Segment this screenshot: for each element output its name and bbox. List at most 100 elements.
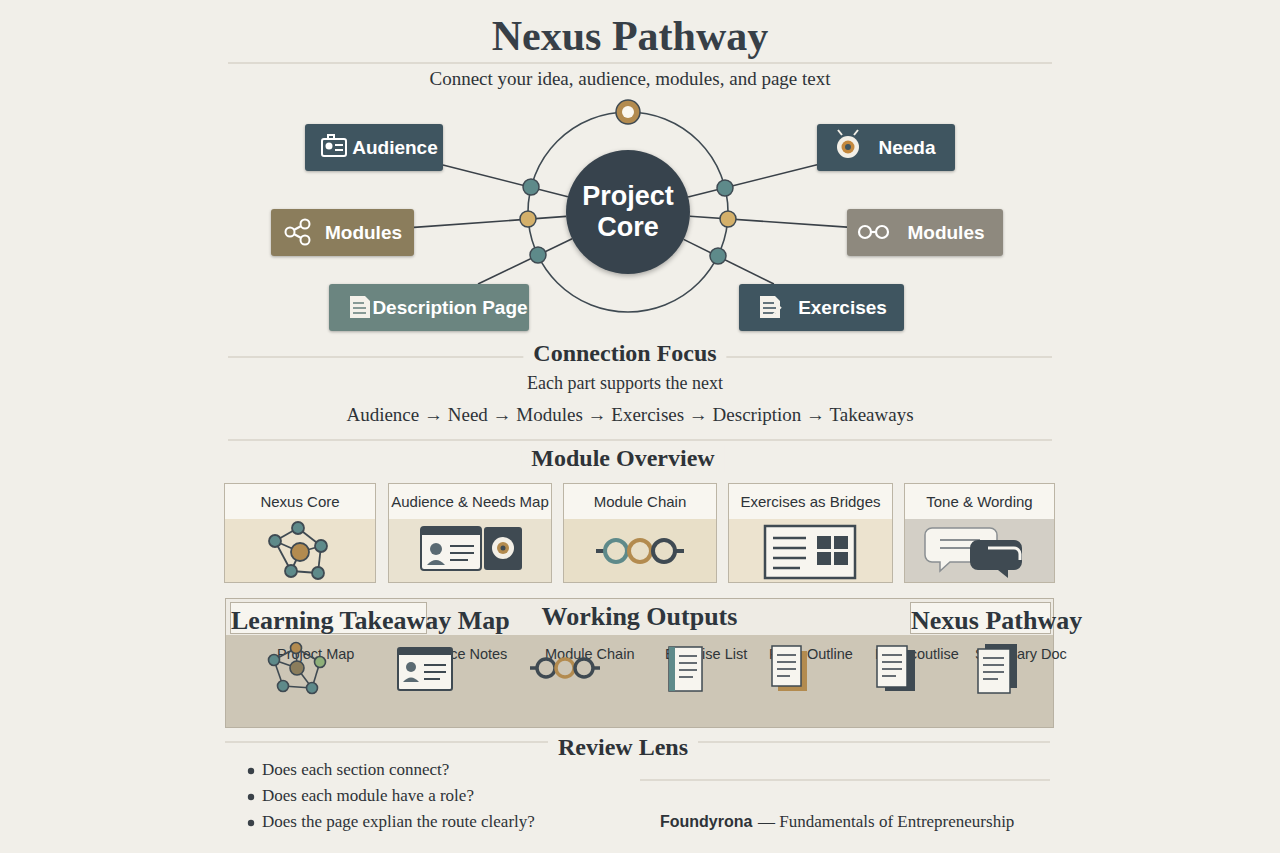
document-icon [350, 296, 370, 318]
core-ring [528, 112, 728, 312]
node-title: Project Core [580, 181, 676, 243]
network-icon [290, 661, 304, 675]
worksheet-icon [817, 536, 848, 565]
node-title: Learning Takeaway Map [231, 606, 426, 636]
connector-line [690, 216, 847, 227]
output-item: Dapecoutlise [854, 643, 938, 723]
page-icon [885, 650, 915, 691]
share-icon [301, 236, 310, 245]
section-note: Each part supports the next [527, 373, 723, 394]
outline-icon [772, 646, 807, 691]
network-icon [269, 522, 327, 579]
subtitle: Connect your idea, audience, modules, an… [430, 68, 831, 90]
chain-icon [575, 659, 593, 677]
document-icon [772, 307, 781, 316]
diagram-title: Nexus Pathway [492, 12, 769, 60]
page-icon [882, 654, 902, 656]
chain-icon [530, 666, 600, 670]
bullet-text: Does the page explian the route clearly? [262, 812, 535, 832]
rule-line [228, 62, 1052, 63]
profile-icon [421, 527, 481, 535]
bullet-text: Does each module have a role? [262, 786, 474, 806]
share-icon [290, 224, 305, 232]
worksheet-icon [817, 536, 831, 549]
document-icon [763, 312, 776, 314]
network-icon [312, 567, 324, 579]
id-card-icon [335, 144, 343, 146]
node-title: Modules [325, 222, 402, 244]
network-icon [298, 528, 321, 546]
bullet-dot [248, 768, 254, 826]
summary-icon [983, 678, 998, 680]
share-icon [286, 228, 295, 237]
bullet-dot [248, 820, 254, 826]
node-title: Modules [907, 222, 984, 244]
worksheet-icon [765, 526, 855, 578]
worksheet-icon [773, 538, 806, 568]
network-icon [291, 552, 300, 571]
id-card-icon [335, 149, 343, 151]
network-icon [318, 546, 321, 573]
network-icon [285, 565, 297, 577]
node-title: Audience & Needs Map [389, 484, 551, 519]
chain-icon [629, 540, 651, 562]
summary-icon [983, 671, 1004, 673]
node-title: Description Page [372, 297, 527, 319]
notes-icon [424, 678, 440, 680]
profile-icon [427, 560, 445, 565]
page-icon [877, 646, 915, 691]
worksheet-icon [773, 557, 806, 560]
network-icon [269, 655, 280, 666]
ring-dot [530, 247, 546, 263]
ring-dot [520, 100, 736, 264]
summary-icon [983, 657, 1004, 659]
output-item: Exercise List [644, 643, 728, 723]
summary-icon [978, 644, 1017, 693]
network-icon [315, 540, 327, 552]
list-icon [679, 662, 697, 664]
node-title: Nexus Pathway [911, 606, 1050, 636]
node-title: Audience [352, 137, 438, 159]
profile-icon [501, 546, 506, 551]
node-title: Page Outline [769, 646, 811, 721]
network-icon [292, 522, 304, 534]
node-title: Summary Doc [975, 646, 1017, 721]
bullet-dot [248, 794, 254, 800]
network-icon [269, 535, 281, 547]
summary-icon [985, 644, 1017, 688]
chain-icon [876, 226, 888, 238]
profile-icon [450, 546, 474, 560]
profile-icon [484, 527, 522, 570]
ring-dot [710, 248, 726, 264]
node-title: Project Map [277, 646, 319, 721]
node-title: Needa [878, 137, 935, 159]
worksheet-icon [773, 567, 800, 570]
list-icon [669, 647, 702, 691]
chain-icon [859, 226, 888, 238]
worksheet-icon [834, 536, 848, 549]
worksheet-icon [765, 526, 855, 578]
node-title: Exercise List [665, 646, 707, 721]
page-icon [882, 668, 902, 670]
output-item: Page Outline [748, 643, 832, 723]
document-icon [350, 296, 370, 318]
speech-icon [925, 528, 1022, 578]
section-heading: Module Overview [521, 445, 724, 472]
speech-icon [925, 528, 997, 571]
network-icon [291, 571, 318, 573]
network-icon [278, 681, 289, 692]
chain-icon [871, 231, 876, 233]
document-icon [353, 303, 366, 313]
node-title: Exercises as Bridges [729, 484, 892, 519]
profile-icon [497, 542, 509, 554]
outline-icon [777, 661, 796, 663]
chain-icon [859, 226, 871, 238]
id-card-icon [327, 144, 332, 149]
target-icon [838, 130, 858, 135]
profile-icon [421, 527, 481, 570]
document-icon [353, 302, 364, 304]
document-icon [353, 307, 366, 309]
list-icon [669, 647, 702, 691]
